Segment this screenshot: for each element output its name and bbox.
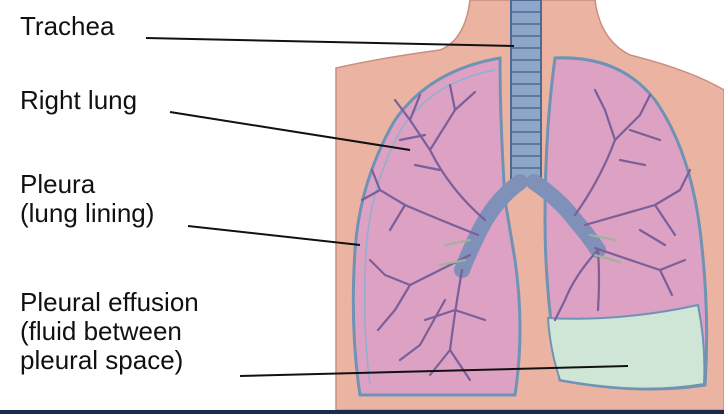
effusion-label-line-3: pleural space)	[20, 346, 199, 375]
pleura-leader	[188, 226, 360, 245]
trachea-label-text: Trachea	[20, 12, 114, 41]
trachea	[511, 0, 541, 185]
pleura-label-line-1: Pleura	[20, 170, 154, 199]
right-lung-label-text: Right lung	[20, 86, 137, 115]
right-lung-label: Right lung	[20, 86, 137, 115]
bottom-border	[0, 410, 724, 414]
pleura-label-line-2: (lung lining)	[20, 199, 154, 228]
effusion-label-line-2: (fluid between	[20, 317, 199, 346]
trachea-label: Trachea	[20, 12, 114, 41]
effusion-label-line-1: Pleural effusion	[20, 288, 199, 317]
pleural-effusion-label: Pleural effusion (fluid between pleural …	[20, 288, 199, 375]
pleura-label: Pleura (lung lining)	[20, 170, 154, 228]
